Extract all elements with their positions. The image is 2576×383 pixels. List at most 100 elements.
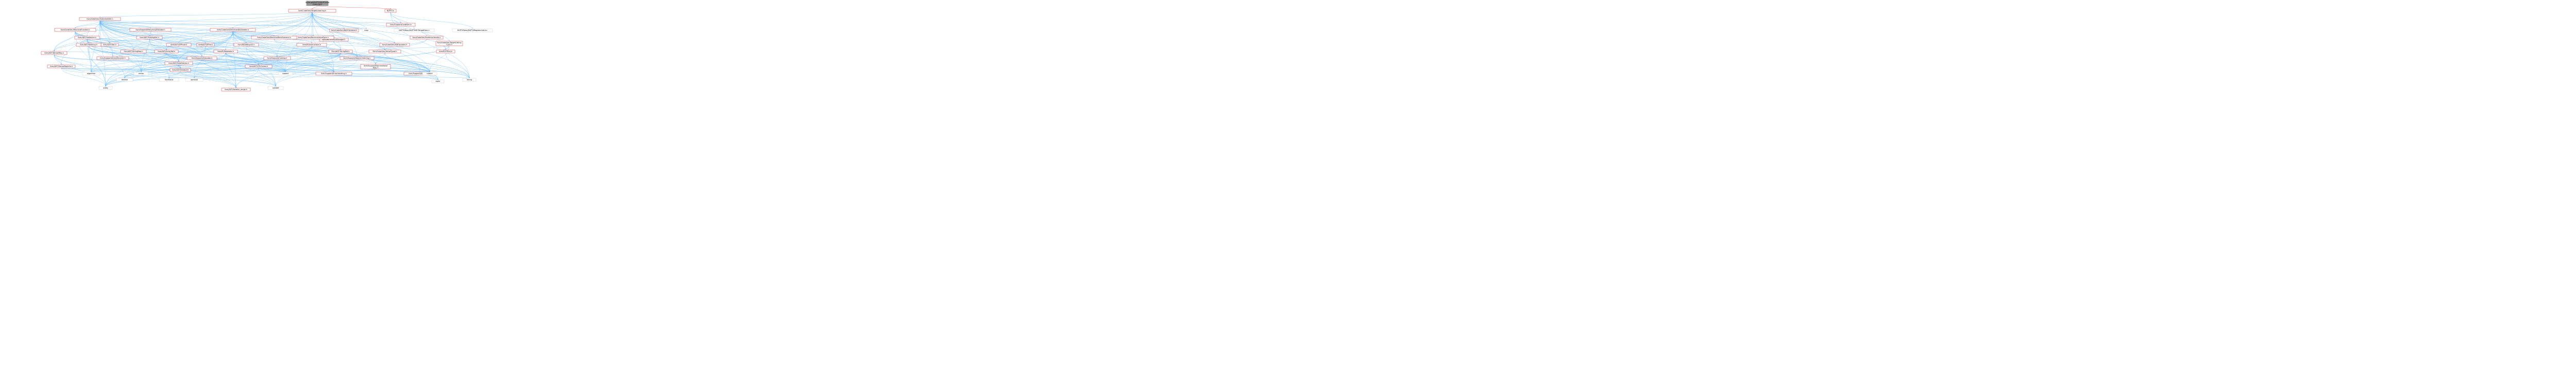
edge-tli-to-codegen_h: [312, 12, 401, 24]
node-label: llvm/ADT/DenseMapInfo.h: [50, 65, 73, 67]
node-stringmap[interactable]: llvm/ADT/StringMap.h: [120, 49, 147, 54]
edge-casting-to-cassert: [277, 59, 286, 73]
node-box: [159, 78, 179, 82]
edge-stlext-to-cassert: [258, 67, 286, 73]
edge-arrowhead: [178, 42, 179, 43]
node-iterator_std: iterator: [116, 78, 133, 82]
edge-arrowhead: [180, 67, 181, 68]
edge-irmeta-to-string: [225, 53, 470, 79]
edge-allocator-to-utility: [105, 59, 202, 87]
node-dagcomb[interactable]: llvm/CodeGen/DAGCombine.h: [329, 28, 359, 32]
node-sdnodes[interactable]: llvm/CodeGen/SelectionDAGNodes.h: [210, 28, 256, 32]
node-isdopc[interactable]: llvm/CodeGen/ISDOpcodes.h: [379, 43, 410, 47]
node-label: algorithm: [87, 73, 96, 75]
node-box: [41, 51, 67, 55]
node-mmo[interactable]: llvm/CodeGen/MachineMemOperand.h: [251, 36, 297, 40]
node-foldset[interactable]: llvm/ADT/FoldingSet.h: [136, 36, 163, 40]
node-label: llvm/Support/Casting.h: [267, 57, 287, 59]
edge-ir_instr-to-casting: [277, 46, 312, 57]
edge-arrowhead: [357, 56, 358, 57]
node-label: llvm/IR/FPEnv.h: [439, 50, 452, 53]
edge-arrowhead: [394, 42, 395, 43]
node-strref[interactable]: llvm/ADT/StringRef.h: [328, 49, 353, 54]
node-iter[interactable]: llvm/ADT/iterator.h: [170, 68, 191, 72]
edge-ir_instr-to-optional: [194, 46, 312, 79]
node-allocator[interactable]: llvm/Support/Allocator.h: [187, 56, 217, 60]
node-smvt[interactable]: llvm/Support/MachineValueType.h: [360, 64, 391, 69]
node-label: llvm/IR/DebugLoc.h: [238, 44, 255, 46]
edge-arrowhead: [235, 87, 236, 88]
node-label: llvm/ADT/StringRef.h: [331, 50, 349, 53]
node-codegen_h[interactable]: llvm/Support/CodeGen.h: [386, 23, 416, 27]
node-atomicord[interactable]: llvm/Support/AtomicOrdering.h: [340, 56, 375, 60]
node-label: llvm/CodeGen/RuntimeLibcalls.h: [413, 37, 441, 39]
node-hashing[interactable]: llvm/ADT/Hashing.h: [76, 43, 101, 47]
node-label: llvm/CodeGen/DAGCombine.h: [331, 29, 358, 31]
edge-arrowhead: [124, 77, 125, 78]
edge-densemap-to-iter_range: [54, 54, 236, 89]
node-mvt[interactable]: llvm/CodeGen/MachineValueType.h: [292, 36, 334, 40]
edge-valuetypes-to-cassert: [285, 53, 385, 73]
node-label: llvm/IR/FunctionManager.h: [322, 39, 345, 41]
node-ilist[interactable]: llvm/ADT/ilist.h: [100, 43, 119, 47]
edge-valuetypes-to-smvt: [375, 53, 385, 65]
edge-arrowhead: [258, 64, 259, 65]
edge-sdag-to-densemapinfo: [61, 20, 100, 65]
node-algorithm: algorithm: [82, 72, 100, 76]
node-casting[interactable]: llvm/Support/Casting.h: [263, 56, 291, 60]
node-fpenv[interactable]: llvm/IR/FPEnv.h: [436, 49, 455, 54]
node-label: vector: [139, 73, 144, 75]
node-nvptx[interactable]: NVPTX.h: [384, 9, 397, 13]
node-iter_range[interactable]: llvm/ADT/iterator_range.h: [221, 88, 251, 92]
node-mfunc[interactable]: llvm/CodeGen/MachineFunction.h: [54, 28, 96, 32]
edge-arrowhead: [105, 85, 106, 86]
node-irmeta[interactable]: llvm/IR/Metadata.h: [213, 49, 238, 54]
node-cstddef: cstddef: [267, 86, 284, 90]
edge-irmeta-to-errhandling: [225, 53, 334, 73]
node-sdag[interactable]: llvm/CodeGen/SelectionDAG.h: [79, 17, 121, 21]
edge-arrowhead: [311, 42, 312, 43]
include-dependency-graph: lib/Target/NVPTX/NVPTXISelLowering.hllvm…: [41, 1, 493, 92]
node-box: [129, 28, 172, 32]
node-box: [245, 64, 273, 68]
node-densemapinfo[interactable]: llvm/ADT/DenseMapInfo.h: [47, 64, 76, 68]
node-setvec[interactable]: llvm/ADT/SetVector.h: [74, 36, 100, 40]
node-arrayrecycler[interactable]: llvm/Support/ArrayRecycler.h: [96, 56, 129, 60]
node-debugloc[interactable]: llvm/IR/DebugLoc.h: [233, 43, 259, 47]
node-label: llvm/Support/AtomicOrdering.h: [344, 57, 371, 59]
node-valuetypes[interactable]: llvm/CodeGen/ValueTypes.h: [368, 49, 401, 54]
node-tuple: tuple: [431, 79, 445, 83]
node-arrayref[interactable]: llvm/ADT/ArrayRef.h: [154, 49, 179, 54]
edge-strref-to-iter_range: [235, 53, 341, 89]
node-stlext[interactable]: llvm/ADT/STLExtras.h: [245, 64, 273, 68]
node-tli[interactable]: llvm/CodeGen/TargetLowering.h: [288, 9, 336, 13]
edge-allocator-to-cassert: [201, 59, 286, 73]
edge-sdnodes-to-string: [232, 31, 470, 79]
node-smallvec[interactable]: llvm/ADT/SmallVector.h: [164, 61, 193, 65]
edge-sdag-to-tuple: [99, 20, 438, 80]
node-box: [120, 49, 147, 54]
node-errhandling[interactable]: llvm/Support/ErrorHandling.h: [315, 72, 352, 76]
edge-sdag-to-sdnodes: [99, 20, 233, 29]
edge-sdag-to-apint: [99, 20, 206, 44]
edge-arrowhead: [333, 71, 334, 72]
edge-densemapinfo-to-cstddef: [61, 67, 276, 87]
node-box: [166, 43, 192, 47]
edge-arrowhead: [109, 42, 110, 43]
node-label: llvm/Support/MachineValue: [364, 65, 387, 67]
node-apfloat[interactable]: llvm/ADT/APFloat.h: [166, 43, 192, 47]
edge-setvec-to-densemap: [54, 39, 88, 52]
node-box: [431, 79, 445, 83]
node-densemap[interactable]: llvm/ADT/DenseMap.h: [41, 51, 67, 55]
node-recycler[interactable]: llvm/Support/RecyclingAllocator.h: [129, 28, 172, 32]
node-ir_instr[interactable]: llvm/IR/Instructions.h: [296, 43, 327, 47]
node-apint[interactable]: llvm/ADT/APInt.h: [196, 43, 215, 47]
node-utility: utility: [98, 86, 113, 90]
edge-irmeta-to-utility: [105, 53, 226, 87]
node-box: [329, 28, 359, 32]
edge-stringmap-to-iter: [133, 53, 181, 69]
node-rtlibcalls[interactable]: llvm/CodeGen/RuntimeLibcalls.h: [410, 36, 444, 40]
node-label: Type.h: [372, 67, 378, 69]
node-label: functional: [165, 79, 174, 81]
